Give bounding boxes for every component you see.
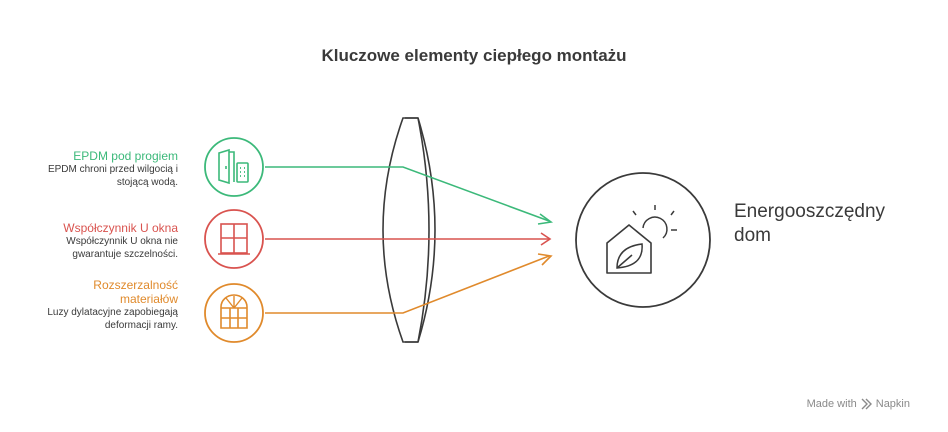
item-epdm-desc-line2: stojącą wodą.: [116, 176, 178, 188]
item-epdm-desc: EPDM chroni przed wilgocią i stojącą wod…: [48, 164, 178, 189]
item-u-value-heading: Współczynnik U okna: [63, 221, 178, 235]
lens: [382, 117, 436, 343]
item-epdm-desc-line1: EPDM chroni przed wilgocią i: [47, 164, 178, 175]
door-building-icon: [204, 137, 264, 197]
diagram-title: Kluczowe elementy ciepłego montażu: [321, 46, 627, 65]
item-u-value-desc-line2: gwarantuje szczelności.: [72, 248, 178, 260]
footer-text: Made with: [806, 398, 857, 410]
item-expansion-heading: Rozszerzalność materiałów: [47, 278, 178, 306]
target-label-line1: Energooszczędny: [734, 201, 886, 222]
arrow-expansion: [265, 253, 553, 314]
arched-window-icon: [204, 283, 264, 343]
item-expansion: Rozszerzalność materiałów Luzy dylatacyj…: [47, 278, 178, 332]
item-expansion-desc-line1: Luzy dylatacyjne zapobiegają: [47, 307, 178, 318]
napkin-logo-icon: [861, 398, 872, 410]
item-u-value: Współczynnik U okna Współczynnik U okna …: [63, 221, 178, 261]
target-label-line2: dom: [734, 225, 771, 246]
item-epdm-heading: EPDM pod progiem: [73, 149, 178, 163]
footer-brand: Napkin: [875, 398, 910, 410]
item-expansion-desc: Luzy dylatacyjne zapobiegają deformacji …: [47, 307, 178, 332]
arrow-epdm: [265, 166, 554, 225]
item-u-value-desc-line1: Współczynnik U okna nie: [66, 236, 178, 247]
item-expansion-heading-line1: Rozszerzalność: [93, 278, 178, 292]
target-label: Energooszczędny dom: [734, 200, 885, 248]
item-expansion-desc-line2: deformacji ramy.: [104, 319, 178, 331]
footer-attribution: Made with Napkin: [807, 398, 910, 410]
window-icon: [204, 209, 264, 269]
item-u-value-desc: Współczynnik U okna nie gwarantuje szcze…: [63, 236, 178, 261]
item-expansion-heading-line2: materiałów: [119, 292, 178, 306]
item-epdm: EPDM pod progiem EPDM chroni przed wilgo…: [48, 149, 178, 189]
eco-house-sun-icon: [575, 172, 711, 308]
arrow-u-value: [265, 232, 552, 246]
